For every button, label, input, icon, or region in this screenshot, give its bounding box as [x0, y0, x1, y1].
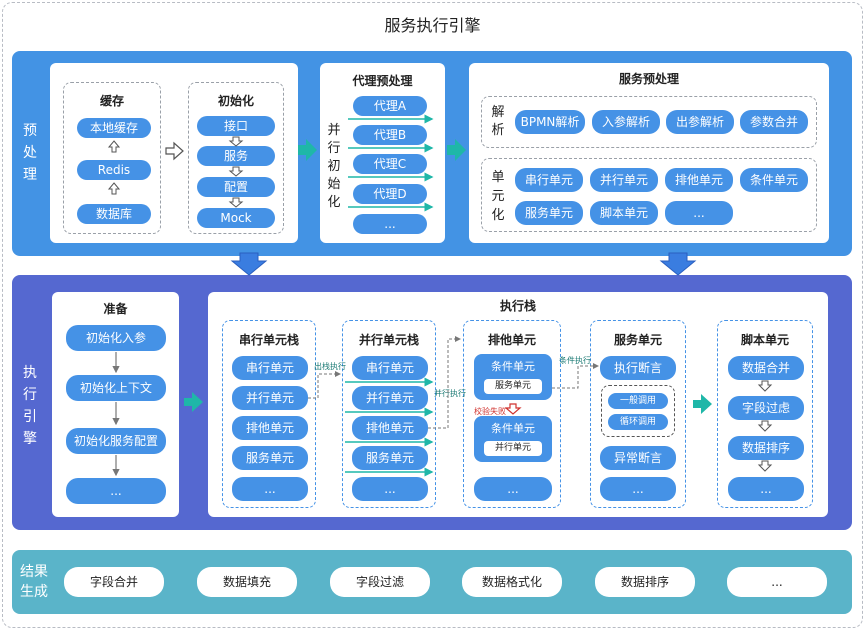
service-pre-header: 服务预处理	[618, 72, 679, 86]
script-merge: 数据合并	[728, 356, 804, 380]
proxy-d: 代理D	[353, 184, 427, 204]
preprocess-label: 预处理	[23, 123, 37, 183]
cache-group	[63, 82, 161, 234]
script-unit-header: 脚本单元	[740, 333, 789, 347]
service-assert: 执行断言	[600, 356, 676, 380]
service-unit-header: 服务单元	[613, 333, 662, 347]
init-header: 初始化	[217, 94, 254, 108]
proxy-panel	[320, 63, 445, 243]
cond-box-1-title: 条件单元	[491, 360, 535, 373]
serial-stack-exclusive: 排他单元	[232, 416, 308, 440]
exec-stack-header: 执行栈	[499, 299, 536, 313]
edge-parallel-exec-label: 并行执行	[434, 389, 466, 398]
parallel-stack-serial: 串行单元	[352, 356, 428, 380]
result-data-format: 数据格式化	[462, 567, 562, 597]
parallel-init-label: 并行初始化	[327, 123, 341, 210]
unit-service: 服务单元	[515, 201, 583, 225]
execution-label: 执行引擎	[23, 365, 37, 447]
parallel-stack-exclusive: 排他单元	[352, 416, 428, 440]
result-label: 结果生成	[20, 564, 48, 600]
serial-stack-more: ...	[232, 477, 308, 501]
proxy-a: 代理A	[353, 96, 427, 116]
service-exception: 异常断言	[600, 446, 676, 470]
unit-condition: 条件单元	[740, 168, 808, 192]
call-normal: 一般调用	[608, 393, 668, 409]
proxy-more: ...	[353, 214, 427, 234]
serial-stack-serial: 串行单元	[232, 356, 308, 380]
service-unit-group	[590, 320, 686, 508]
result-data-fill: 数据填充	[197, 567, 297, 597]
service-more: ...	[600, 477, 676, 501]
serial-stack-group	[222, 320, 316, 508]
cond-box-1-inner: 服务单元	[484, 379, 542, 394]
serial-stack-header: 串行单元栈	[238, 333, 299, 347]
unit-exclusive: 排他单元	[665, 168, 733, 192]
parallel-stack-header: 并行单元栈	[358, 333, 419, 347]
parse-label: 解析	[491, 105, 505, 138]
init-service: 服务	[197, 146, 275, 166]
diagram-title: 服务执行引擎	[384, 16, 481, 35]
parse-output: 出参解析	[666, 110, 734, 134]
exclusive-more: ...	[474, 477, 552, 501]
result-field-merge: 字段合并	[64, 567, 164, 597]
cache-db: 数据库	[77, 204, 151, 224]
serial-stack-service: 服务单元	[232, 446, 308, 470]
unit-label: 单元化	[491, 170, 505, 223]
result-data-sort: 数据排序	[595, 567, 695, 597]
script-more: ...	[728, 477, 804, 501]
unit-group	[481, 158, 817, 232]
serial-stack-parallel: 并行单元	[232, 386, 308, 410]
parse-merge: 参数合并	[740, 110, 808, 134]
cache-local: 本地缓存	[77, 118, 151, 138]
verify-fail-label: 校验失败	[474, 407, 506, 416]
unit-script: 脚本单元	[590, 201, 658, 225]
cache-header: 缓存	[99, 94, 124, 108]
init-group	[188, 82, 284, 234]
prep-init-config: 初始化服务配置	[66, 428, 166, 454]
init-mock: Mock	[197, 208, 275, 228]
script-filter: 字段过虑	[728, 396, 804, 420]
parse-bpmn: BPMN解析	[515, 110, 585, 134]
result-field-filter: 字段过滤	[330, 567, 430, 597]
prep-init-input: 初始化入参	[66, 325, 166, 351]
parallel-stack-parallel: 并行单元	[352, 386, 428, 410]
unit-more: ...	[665, 201, 733, 225]
init-config: 配置	[197, 177, 275, 197]
prep-more: ...	[66, 478, 166, 504]
proxy-header: 代理预处理	[352, 74, 413, 88]
script-unit-group	[717, 320, 813, 508]
proxy-c: 代理C	[353, 154, 427, 174]
prep-header: 准备	[103, 302, 128, 316]
unit-serial: 串行单元	[515, 168, 583, 192]
edge-stack-out-label: 出栈执行	[314, 362, 346, 371]
init-interface: 接口	[197, 116, 275, 136]
parse-group	[481, 96, 817, 148]
proxy-b: 代理B	[353, 125, 427, 145]
cond-box-2-title: 条件单元	[491, 422, 535, 435]
prep-init-context: 初始化上下文	[66, 375, 166, 401]
parallel-stack-service: 服务单元	[352, 446, 428, 470]
parallel-stack-more: ...	[352, 477, 428, 501]
parse-input: 入参解析	[592, 110, 660, 134]
script-sort: 数据排序	[728, 436, 804, 460]
edge-cond-exec-label: 条件执行	[559, 356, 591, 365]
exclusive-header: 排他单元	[487, 333, 536, 347]
exclusive-group	[463, 320, 561, 508]
cache-redis: Redis	[77, 160, 151, 180]
result-more: ...	[727, 567, 827, 597]
unit-parallel: 并行单元	[590, 168, 658, 192]
call-loop: 循环调用	[608, 414, 668, 430]
call-group	[601, 385, 675, 437]
cond-box-2-inner: 并行单元	[484, 441, 542, 456]
